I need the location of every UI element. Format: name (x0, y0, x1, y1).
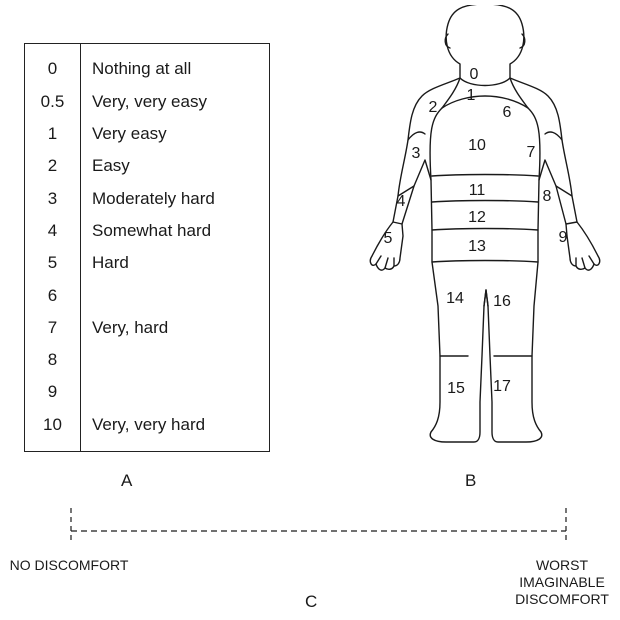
scale-descriptor: Easy (92, 151, 130, 181)
right-upper-arm-divider (545, 132, 562, 140)
region-label-9: 9 (559, 229, 568, 246)
region-label-0: 0 (470, 66, 479, 83)
scale-row: 6 (25, 281, 269, 311)
region-label-17: 17 (493, 378, 511, 395)
scale-row: 0.5 Very, very easy (25, 87, 269, 117)
scale-row: 4 Somewhat hard (25, 216, 269, 246)
scale-value: 6 (25, 281, 80, 311)
scale-descriptor: Very, hard (92, 313, 168, 343)
rating-scale-table: 0 Nothing at all 0.5 Very, very easy 1 V… (24, 43, 270, 452)
scale-descriptor: Very, very easy (92, 87, 207, 117)
crotch (484, 290, 488, 306)
scale-row: 5 Hard (25, 248, 269, 278)
right-wrist (566, 222, 577, 224)
scale-descriptor: Moderately hard (92, 184, 215, 214)
scale-row: 9 (25, 377, 269, 407)
scale-value: 9 (25, 377, 80, 407)
left-upper-arm-divider (408, 132, 425, 140)
scale-row: 3 Moderately hard (25, 184, 269, 214)
scale-value: 1 (25, 119, 80, 149)
left-wrist (393, 222, 402, 224)
scale-value: 5 (25, 248, 80, 278)
scale-value: 10 (25, 410, 80, 440)
scale-row: 10 Very, very hard (25, 410, 269, 440)
body-map-diagram: 0 1 2 3 4 5 6 7 8 9 10 11 12 13 14 15 16… (355, 5, 610, 470)
scale-value: 3 (25, 184, 80, 214)
region-label-8: 8 (543, 188, 552, 205)
vas-left-anchor: NO DISCOMFORT (4, 557, 134, 574)
scale-descriptor: Nothing at all (92, 54, 191, 84)
left-fingers (376, 256, 394, 268)
waist-line-1 (432, 175, 538, 177)
scale-value: 7 (25, 313, 80, 343)
scale-descriptor: Very easy (92, 119, 167, 149)
region-label-7: 7 (527, 144, 536, 161)
region-label-1: 1 (467, 87, 476, 104)
chest-top (442, 96, 528, 108)
region-label-2: 2 (429, 99, 438, 116)
right-shoulder-divider (510, 78, 540, 180)
waist-line-2 (432, 201, 538, 203)
region-label-11: 11 (469, 182, 486, 199)
vas-right-anchor: WORST IMAGINABLE DISCOMFORT (508, 557, 616, 608)
right-fingers (576, 256, 594, 268)
scale-value: 0 (25, 54, 80, 84)
region-label-16: 16 (493, 293, 511, 310)
panel-label-b: B (465, 471, 476, 491)
region-label-15: 15 (447, 380, 465, 397)
region-label-5: 5 (384, 230, 393, 247)
neck-divider (460, 78, 510, 86)
scale-value: 0.5 (25, 87, 80, 117)
hip-line (432, 261, 538, 263)
panel-label-c: C (305, 592, 317, 612)
region-label-4: 4 (397, 193, 406, 210)
scale-row: 1 Very easy (25, 119, 269, 149)
visual-analogue-scale (60, 506, 580, 554)
region-label-3: 3 (412, 145, 421, 162)
scale-value: 8 (25, 345, 80, 375)
scale-row: 2 Easy (25, 151, 269, 181)
region-label-14: 14 (446, 290, 464, 307)
panel-label-a: A (121, 471, 132, 491)
region-label-12: 12 (468, 209, 486, 226)
scale-row: 0 Nothing at all (25, 54, 269, 84)
region-label-6: 6 (503, 104, 512, 121)
region-label-13: 13 (468, 238, 486, 255)
waist-line-3 (432, 229, 538, 231)
scale-value: 4 (25, 216, 80, 246)
scale-row: 8 (25, 345, 269, 375)
left-shoulder-divider (430, 78, 460, 180)
region-label-10: 10 (468, 137, 486, 154)
scale-descriptor: Hard (92, 248, 129, 278)
scale-row: 7 Very, hard (25, 313, 269, 343)
scale-descriptor: Somewhat hard (92, 216, 211, 246)
scale-value: 2 (25, 151, 80, 181)
scale-descriptor: Very, very hard (92, 410, 205, 440)
